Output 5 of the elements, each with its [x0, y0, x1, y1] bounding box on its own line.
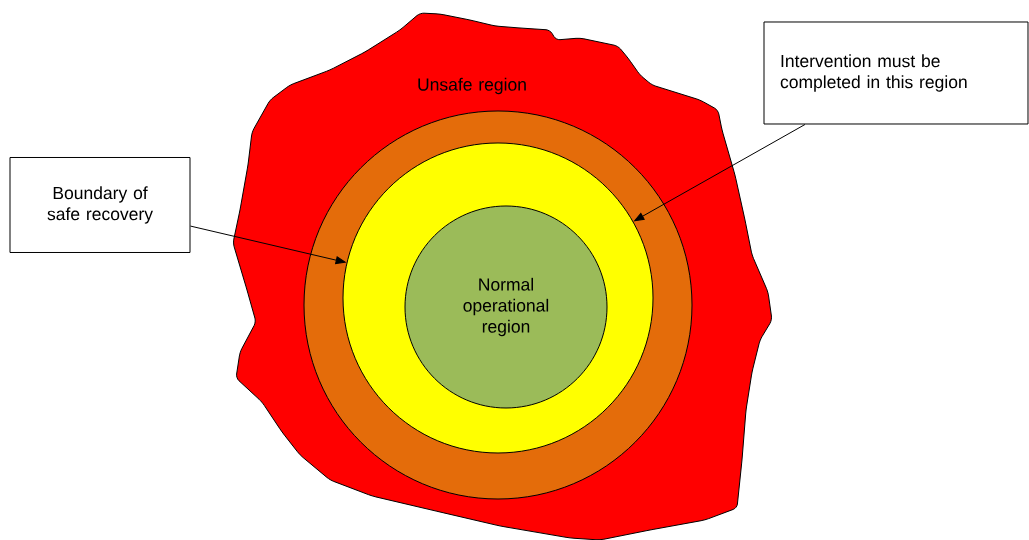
arrow	[190, 225, 346, 265]
callout-box: Intervention must be completed in this region	[763, 21, 1029, 125]
callout-box: Boundary of safe recovery	[9, 157, 191, 253]
arrow	[634, 124, 806, 222]
region-label: Unsafe region	[418, 77, 526, 95]
